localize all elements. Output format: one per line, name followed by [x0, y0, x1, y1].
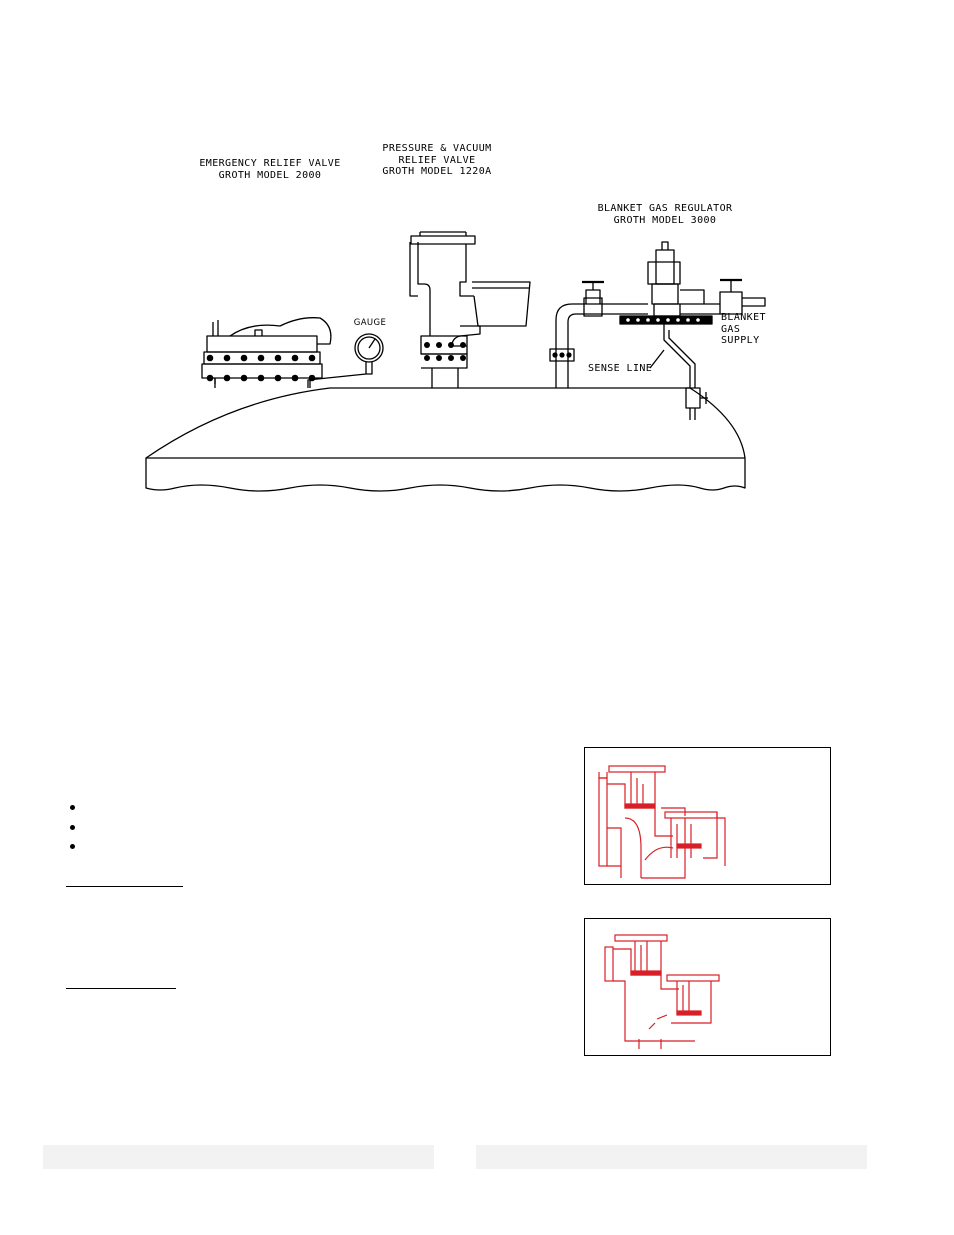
- sense-line: [663, 330, 691, 388]
- section-heading-underline: [66, 886, 183, 887]
- emergency-valve-nozzle: [214, 384, 311, 388]
- emergency-valve-body: [206, 335, 318, 353]
- tank-body: [145, 457, 746, 492]
- sense-line-label: SENSE LINE: [588, 363, 653, 374]
- emergency-relief-valve-label: EMERGENCY RELIEF VALVE GROTH MODEL 2000: [199, 158, 341, 181]
- pv-valve-nozzle: [431, 368, 459, 388]
- tank-roof: [145, 387, 746, 459]
- pv-valve-pallet-housing: [472, 281, 531, 327]
- regulator-outlet-pipe: [555, 303, 648, 388]
- gauge-label: GAUGE: [353, 318, 387, 328]
- blanket-gas-regulator-label: BLANKET GAS REGULATOR GROTH MODEL 3000: [597, 203, 733, 226]
- pv-vent-hood: [410, 235, 476, 245]
- regulator-manifold: [619, 315, 713, 325]
- valve-cutaway-drawing: [604, 934, 720, 1049]
- regulator-pipe-flange: [549, 348, 575, 362]
- tank-blanketing-diagram: EMERGENCY RELIEF VALVE GROTH MODEL 2000 …: [0, 0, 954, 520]
- pressure-vacuum-valve-label: PRESSURE & VACUUM RELIEF VALVE GROTH MOD…: [382, 143, 492, 177]
- tank-drawing: [145, 231, 766, 492]
- footer-bar-left: [43, 1145, 434, 1169]
- valve-detail-figure-1: [584, 747, 831, 885]
- valve-detail-figure-2: [584, 918, 831, 1056]
- valve-cutaway-drawing: [598, 765, 726, 879]
- section-heading-underline: [66, 988, 176, 989]
- footer-bar-right: [476, 1145, 867, 1169]
- blanket-gas-supply-label: BLANKET GAS SUPPLY: [721, 312, 766, 346]
- gauge-dial: [354, 333, 384, 363]
- emergency-valve-cover: [229, 317, 332, 345]
- regulator-pilot: [655, 249, 675, 285]
